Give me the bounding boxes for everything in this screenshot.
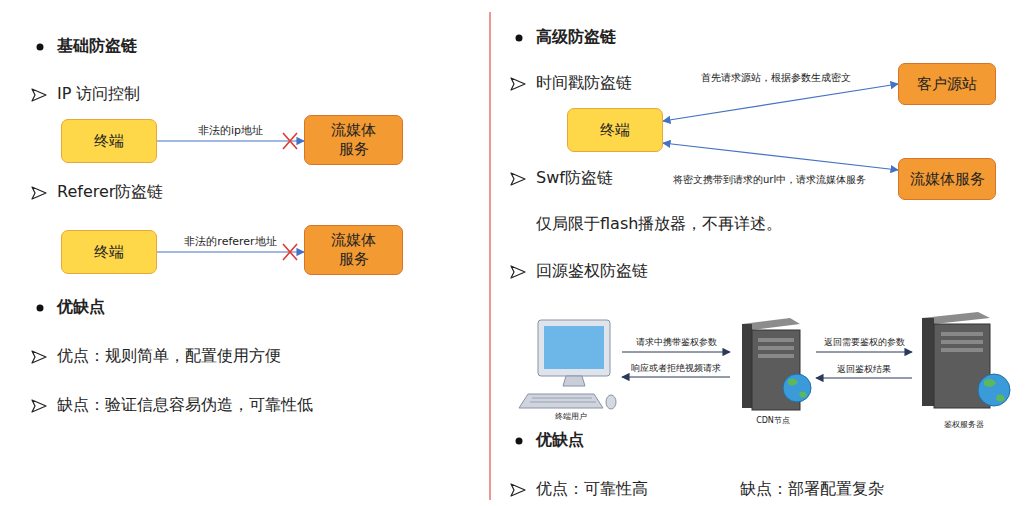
auth-server-node: 鉴权服务器 [912, 310, 1016, 432]
bullet-text: 缺点：部署配置复杂 [740, 479, 884, 498]
terminal-box: 终端 [567, 108, 663, 152]
node-label: 终端 [600, 121, 630, 140]
node-label: 终端 [94, 243, 124, 262]
bullet-text: 时间戳防盗链 [536, 73, 632, 92]
section-heading: 优缺点 [57, 297, 105, 316]
node-label: 客户源站 [917, 75, 977, 94]
connector-arrow [622, 376, 730, 377]
terminal-box: 终端 [61, 230, 157, 274]
cdn-node: CDN节点 [730, 316, 816, 428]
edge-label: 请求中携带鉴权参数 [635, 337, 718, 348]
bullet-text: 回源鉴权防盗链 [536, 261, 648, 280]
bullet-text: 优点：可靠性高 [536, 479, 648, 498]
cdn-server-illustration [742, 318, 811, 410]
connector-arrow [663, 143, 898, 170]
edge-label: 非法的referer地址 [183, 235, 277, 248]
edge-label: 返回需要鉴权的参数 [823, 337, 906, 348]
node-caption: CDN节点 [756, 416, 790, 426]
section-heading: 高级防盗链 [536, 27, 616, 46]
edge-label: 响应或者拒绝视频请求 [630, 363, 722, 374]
connector-arrow [663, 84, 898, 121]
divider-line [489, 12, 490, 500]
connector-arrow [816, 377, 912, 378]
node-caption: 鉴权服务器 [944, 420, 984, 430]
bullet-arrows [32, 78, 525, 496]
streaming-service-box: 流媒体 服务 [304, 225, 403, 275]
origin-site-box: 客户源站 [898, 63, 996, 105]
bullet-text: 缺点：验证信息容易伪造，可靠性低 [57, 395, 313, 414]
bullet-text: IP 访问控制 [57, 84, 140, 103]
connector-arrow [157, 140, 304, 141]
edge-label: 非法的ip地址 [197, 124, 264, 137]
terminal-box: 终端 [61, 119, 157, 163]
edge-label: 将密文携带到请求的url中，请求流媒体服务 [672, 174, 867, 186]
auth-server-illustration [922, 312, 1010, 408]
section-heading: 优缺点 [536, 430, 584, 449]
bullet-text: 优点：规则简单，配置使用方便 [57, 346, 281, 365]
bullet-text: Swf防盗链 [536, 168, 613, 187]
bullet-text: 仅局限于flash播放器，不再详述。 [536, 214, 782, 233]
node-label: 流媒体 服务 [327, 121, 381, 159]
bullet-dots [37, 35, 523, 445]
node-label: 终端 [94, 132, 124, 151]
streaming-service-box: 流媒体服务 [898, 158, 996, 200]
edge-label: 首先请求源站，根据参数生成密文 [700, 72, 852, 84]
block-cross [283, 133, 297, 260]
section-heading: 基础防盗链 [57, 36, 137, 55]
node-label: 流媒体服务 [910, 170, 985, 189]
node-label: 流媒体 服务 [327, 231, 381, 269]
edge-label: 返回鉴权结果 [836, 364, 892, 375]
node-caption: 终端用户 [555, 412, 587, 422]
streaming-service-box: 流媒体 服务 [304, 115, 403, 165]
end-user-node: 终端用户 [520, 318, 622, 424]
connector-arrow [816, 351, 912, 352]
connector-arrow [157, 251, 304, 252]
bullet-text: Referer防盗链 [57, 182, 163, 201]
connector-arrow [622, 351, 730, 352]
computer-illustration [519, 320, 616, 409]
